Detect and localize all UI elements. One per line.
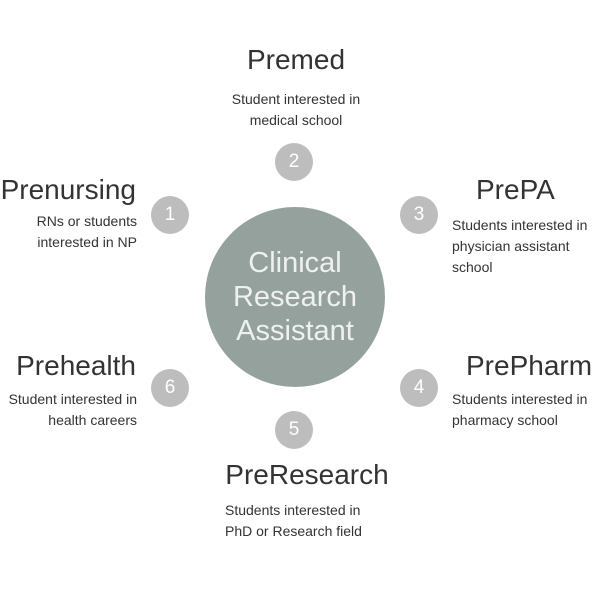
desc-line: Students interested in [452,391,588,407]
desc-line: Students interested in [452,217,588,233]
node-desc-prepharm: Students interested in pharmacy school [452,389,587,431]
node-title-preresearch: PreResearch [225,459,389,490]
desc-line: school [452,259,493,275]
node-number-badge: 2 [275,143,313,181]
desc-line: physician assistant [452,238,570,254]
center-circle: Clinical Research Assistant [205,207,385,387]
node-number-badge: 5 [275,411,313,449]
desc-line: health careers [48,412,137,428]
desc-line: medical school [249,112,343,128]
node-number-badge: 4 [400,369,438,407]
node-desc-prehealth: Student interested in health careers [0,389,137,431]
desc-line: pharmacy school [452,412,558,428]
node-number-badge: 1 [151,196,189,234]
node-title-prepharm: PrePharm [466,350,593,381]
desc-line: interested in NP [37,234,137,250]
desc-line: Student interested in [8,391,137,407]
desc-line: Student interested in [231,91,361,107]
desc-line: PhD or Research field [225,523,362,539]
node-desc-preresearch: Students interested in PhD or Research f… [225,500,362,542]
center-line: Clinical [248,247,342,279]
desc-line: Students interested in [225,502,361,518]
node-desc-prenursing: RNs or students interested in NP [0,211,137,253]
node-title-premed: Premed [246,44,346,75]
node-number-badge: 3 [400,196,438,234]
node-desc-prepa: Students interested in physician assista… [452,215,587,278]
node-number-badge: 6 [151,369,189,407]
node-title-prenursing: Prenursing [0,174,136,205]
center-line: Assistant [236,315,354,347]
desc-line: RNs or students [36,213,137,229]
node-title-prepa: PrePA [476,174,555,205]
node-title-prehealth: Prehealth [16,350,136,381]
node-desc-premed: Student interested in medical school [196,89,396,131]
center-line: Research [232,281,358,313]
